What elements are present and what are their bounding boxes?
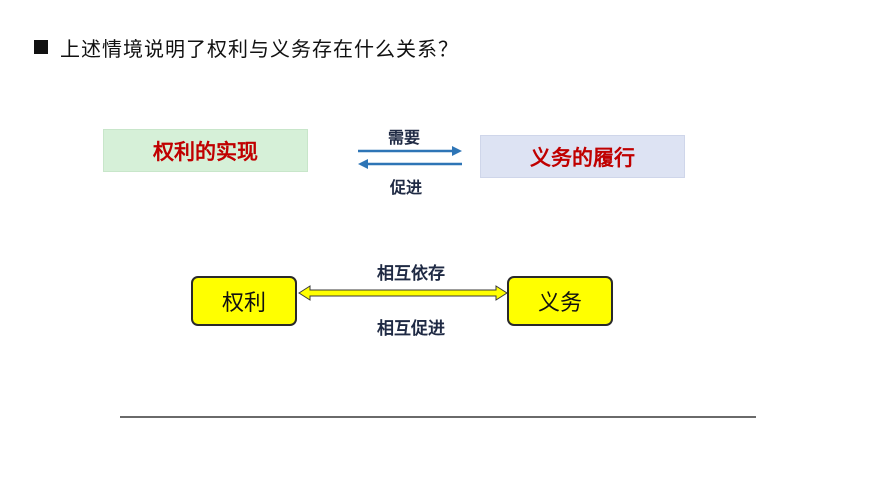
duty-box: 义务 <box>507 276 613 326</box>
double-arrow <box>298 285 508 301</box>
rights-box: 权利 <box>191 276 297 326</box>
duty-label: 义务 <box>537 291 582 316</box>
rights-label: 权利 <box>221 291 266 316</box>
promote-label: 促进 <box>390 178 423 197</box>
mutual-promotion-label: 相互促进 <box>377 319 445 339</box>
forward-arrow <box>358 146 462 156</box>
rights-realization-box: 权利的实现 <box>103 129 308 172</box>
interdependence-label: 相互依存 <box>377 264 445 284</box>
duty-fulfillment-label: 义务的履行 <box>530 145 635 170</box>
backward-arrow <box>358 159 462 169</box>
duty-fulfillment-box: 义务的履行 <box>480 135 685 178</box>
rights-realization-label: 权利的实现 <box>153 139 258 164</box>
filled-square-icon <box>34 40 48 54</box>
question-text: 上述情境说明了权利与义务存在什么关系？ <box>60 37 459 61</box>
need-label: 需要 <box>388 128 421 147</box>
